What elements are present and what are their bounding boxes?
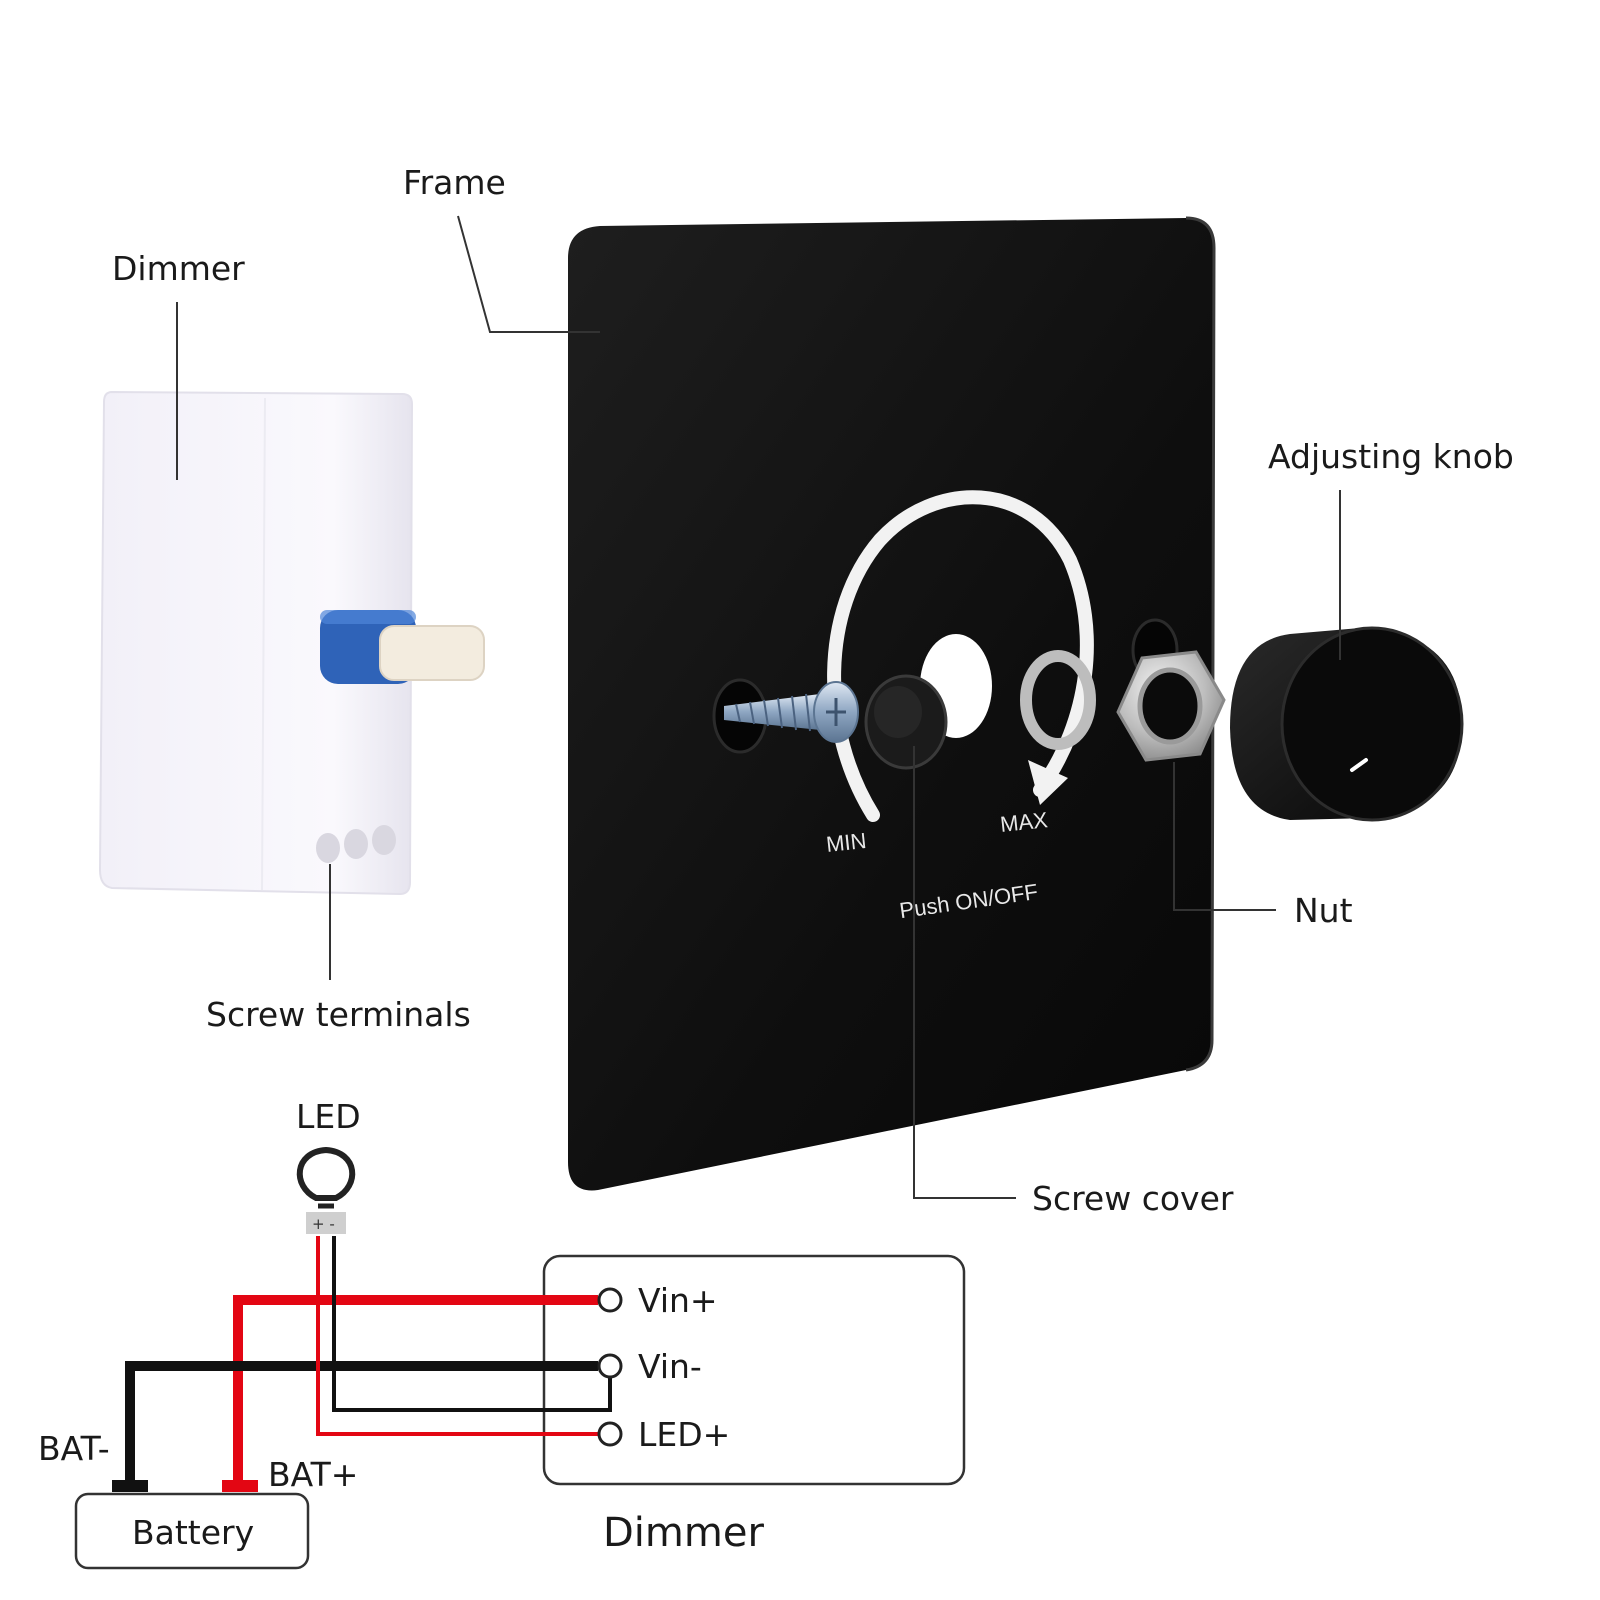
dimmer-module <box>98 390 485 896</box>
wire-bat-plus <box>233 1295 598 1486</box>
plate-min-label: MIN <box>825 828 868 857</box>
nut <box>1116 650 1226 762</box>
battery-plus-post <box>222 1480 258 1492</box>
dimmer-terminals: Vin+ Vin- LED+ <box>597 1281 730 1454</box>
frame-label: Frame <box>403 163 506 202</box>
adjusting-knob <box>1230 626 1464 822</box>
bat-minus-label: BAT- <box>38 1429 110 1468</box>
screw-terminal-holes <box>316 825 396 863</box>
wire-bat-minus <box>125 1361 598 1486</box>
frame-leader <box>457 215 600 333</box>
nut-label: Nut <box>1294 891 1353 930</box>
terminal-label-led-plus: LED+ <box>638 1415 730 1454</box>
screw <box>724 681 859 743</box>
battery-minus-post <box>112 1480 148 1492</box>
dimmer-shaft <box>320 610 485 684</box>
bat-plus-label: BAT+ <box>268 1455 358 1494</box>
wire-led-minus <box>332 1236 612 1412</box>
wiring-diagram: LED + - Vin+ Vin- LED+ <box>38 1097 966 1570</box>
terminal-label-vin-minus: Vin- <box>638 1347 702 1386</box>
led-label: LED <box>296 1097 361 1136</box>
terminal-vin-plus <box>597 1287 623 1313</box>
terminal-led-plus <box>597 1421 623 1447</box>
screw-cover-leader <box>913 746 1016 1199</box>
frame-plate: MIN MAX Push ON/OFF <box>568 216 1216 1191</box>
washer-ring <box>1020 650 1096 750</box>
screw-terminals-label: Screw terminals <box>206 995 471 1034</box>
battery-box <box>74 1492 310 1570</box>
terminal-vin-minus <box>597 1353 623 1379</box>
knob-indicator <box>1350 758 1368 772</box>
led-bulb-icon: + - <box>296 1146 356 1234</box>
dimmer-label: Dimmer <box>112 249 245 288</box>
scale-arrow-icon <box>1028 760 1068 805</box>
screw-cover-label: Screw cover <box>1032 1179 1234 1218</box>
plate-max-label: MAX <box>999 807 1049 837</box>
wiring-dimmer-label: Dimmer <box>603 1510 764 1556</box>
nut-leader <box>1173 762 1276 911</box>
wire-led-plus <box>316 1236 598 1436</box>
battery-label: Battery <box>132 1513 254 1552</box>
led-polarity: + - <box>312 1215 335 1233</box>
leader-lines <box>176 215 1341 1199</box>
terminal-label-vin-plus: Vin+ <box>638 1281 718 1320</box>
adjusting-knob-label: Adjusting knob <box>1268 437 1514 476</box>
